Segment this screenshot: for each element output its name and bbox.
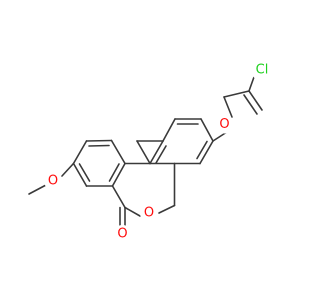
bond [243,94,258,115]
bond [110,139,126,165]
bond [149,140,164,165]
atom-cl: Cl [251,59,273,81]
molecule-structure-diagram: O O O O Cl [28,59,273,243]
bond [28,184,47,195]
atom-o-carbonyl: O [113,225,132,243]
bond [162,118,176,142]
bond [124,206,141,217]
bond [158,204,176,214]
atom-o-methoxy: O [44,172,62,190]
bond [196,140,208,160]
atom-label-o: O [144,206,154,221]
atom-label-cl: Cl [256,63,269,78]
bond [199,140,214,165]
bonds [28,76,263,227]
bond [61,162,75,177]
atom-label-o: O [219,117,229,132]
bond [72,140,88,165]
atom-label-o: O [48,174,58,189]
bond [136,140,151,165]
bond [78,163,91,182]
bond [72,162,88,187]
bond [108,163,120,182]
bond [85,139,113,142]
atom-label-o: O [117,227,127,242]
bond [248,76,255,92]
bond [248,90,263,111]
bond [223,90,250,98]
bond [88,144,110,147]
atom-labels: O O O O Cl [44,59,273,243]
bond [155,145,167,164]
atom-o-ring: O [140,204,158,222]
bond [111,162,126,187]
bond [223,96,233,118]
atom-o-ether: O [215,115,234,134]
bond [111,185,126,209]
bond [200,118,214,142]
